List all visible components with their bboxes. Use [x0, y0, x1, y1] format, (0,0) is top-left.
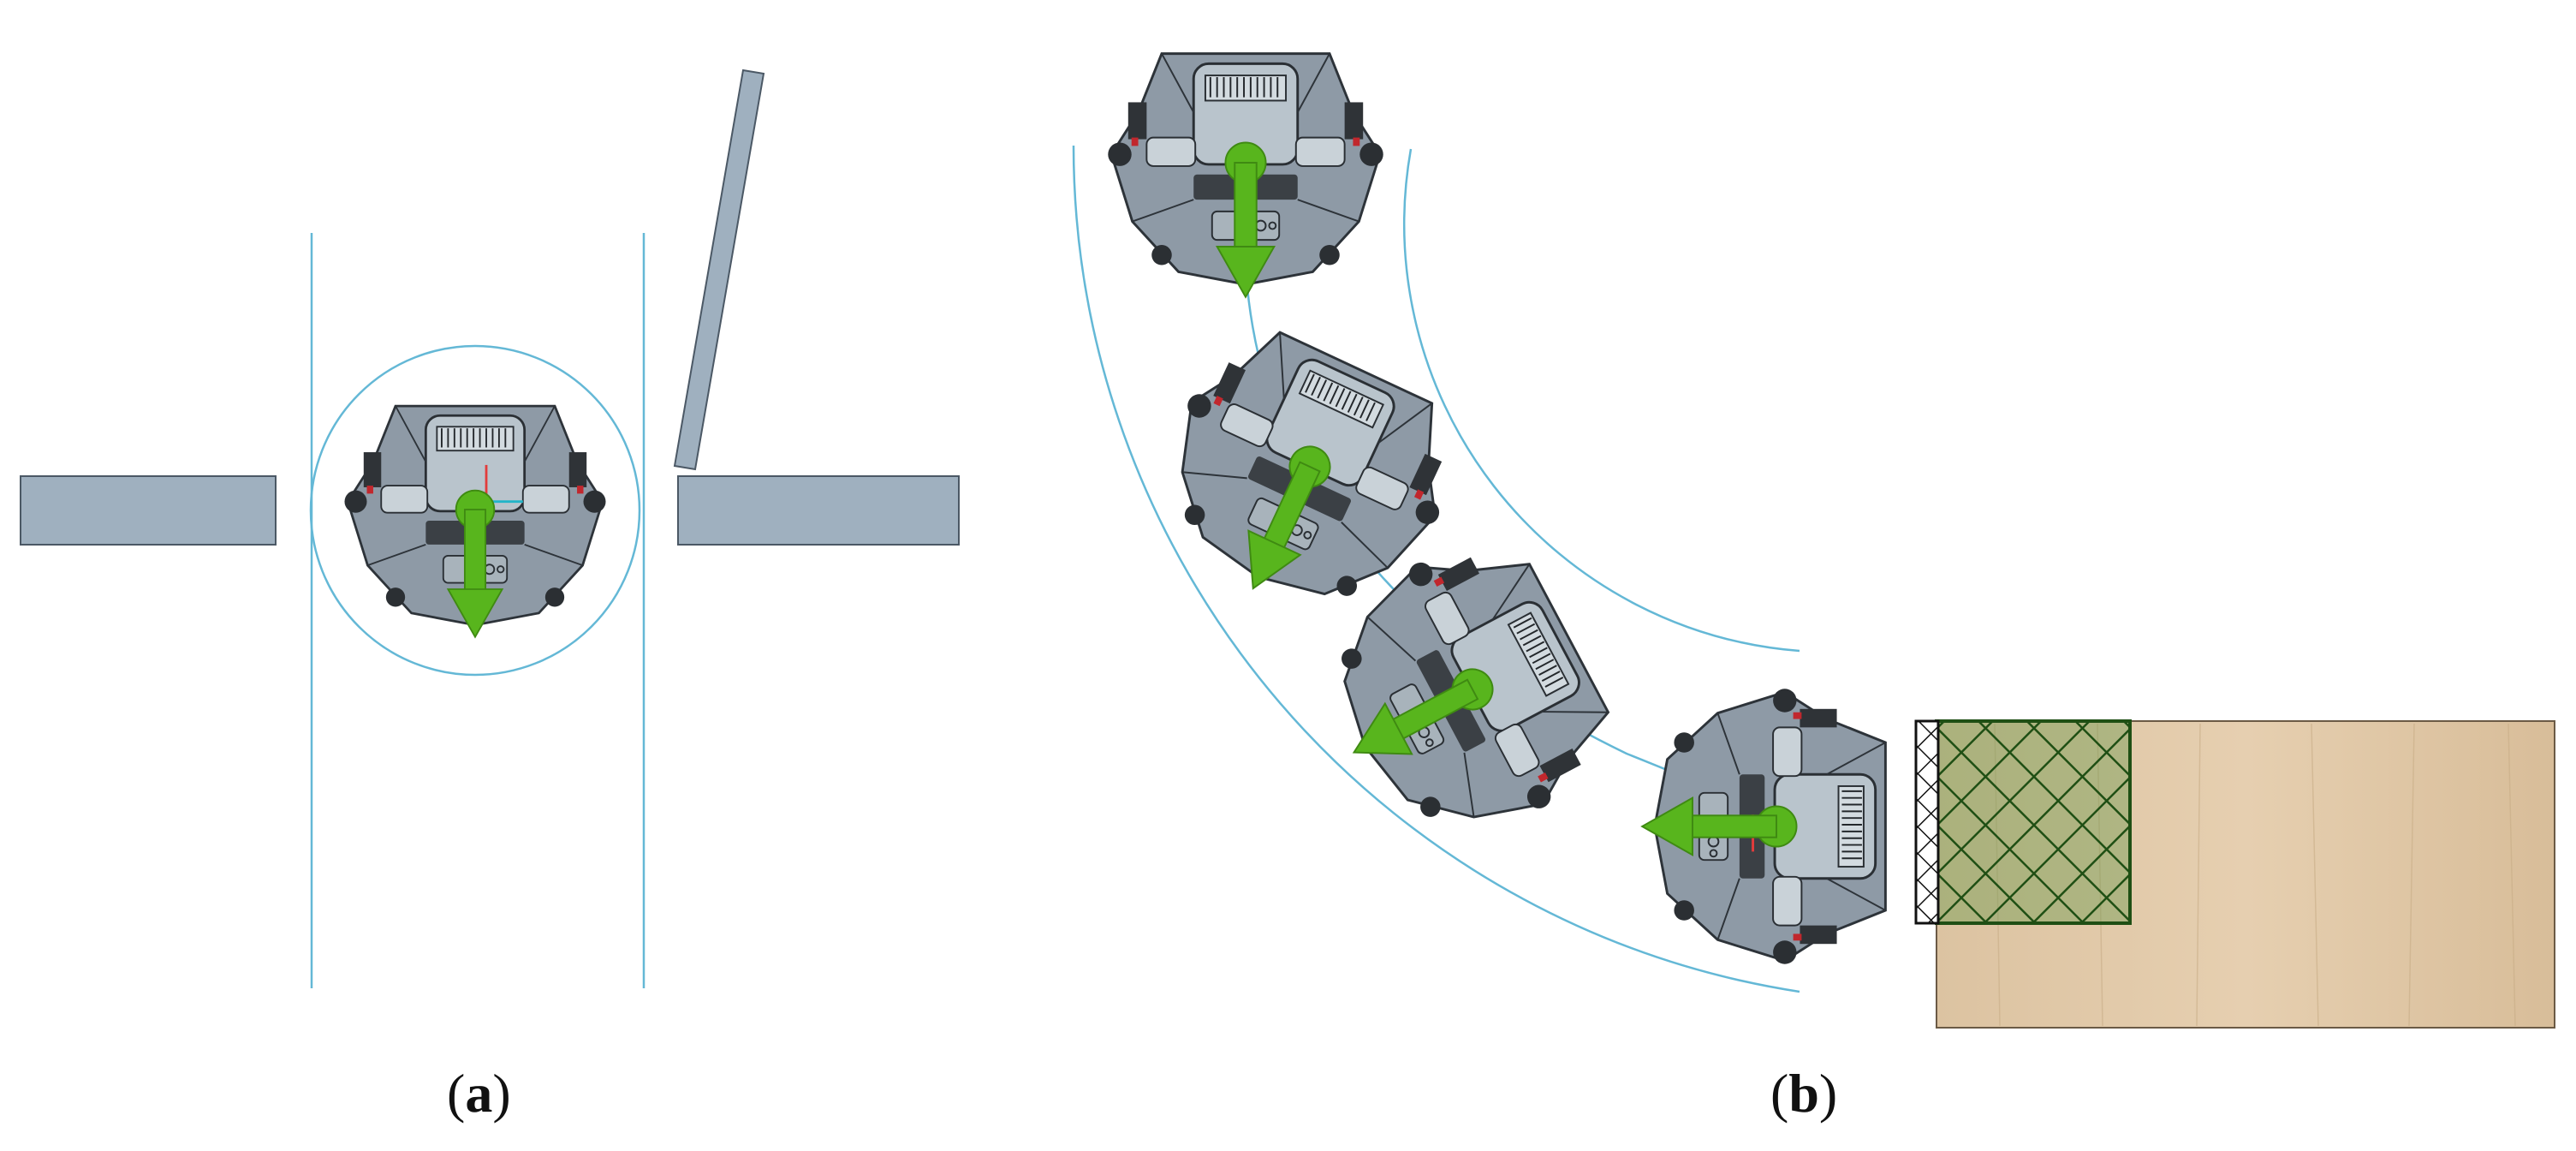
caption-a-letter: a — [465, 1063, 493, 1124]
robot-b1 — [1106, 52, 1385, 298]
robot-a — [343, 404, 607, 638]
inner-arc — [1403, 148, 1800, 653]
turning-circle — [309, 344, 641, 677]
black-mesh-strip — [1914, 719, 1940, 925]
caption-a-close: ) — [492, 1063, 511, 1124]
right-wall-block — [677, 475, 960, 546]
caption-b-close: ) — [1818, 1063, 1838, 1124]
left-wall-block — [20, 475, 277, 546]
green-mesh-panel — [1935, 719, 2132, 925]
caption-a-open: ( — [447, 1063, 466, 1124]
caption-b-letter: b — [1788, 1063, 1819, 1124]
open-door-panel — [673, 69, 765, 471]
panel-b — [1072, 52, 2555, 1029]
caption-a: (a) — [447, 1062, 511, 1125]
caption-b: (b) — [1770, 1062, 1837, 1125]
panel-a — [20, 69, 960, 988]
outer-arc — [1072, 145, 1800, 993]
robot-b4 — [1641, 687, 1887, 966]
caption-b-open: ( — [1770, 1063, 1789, 1124]
